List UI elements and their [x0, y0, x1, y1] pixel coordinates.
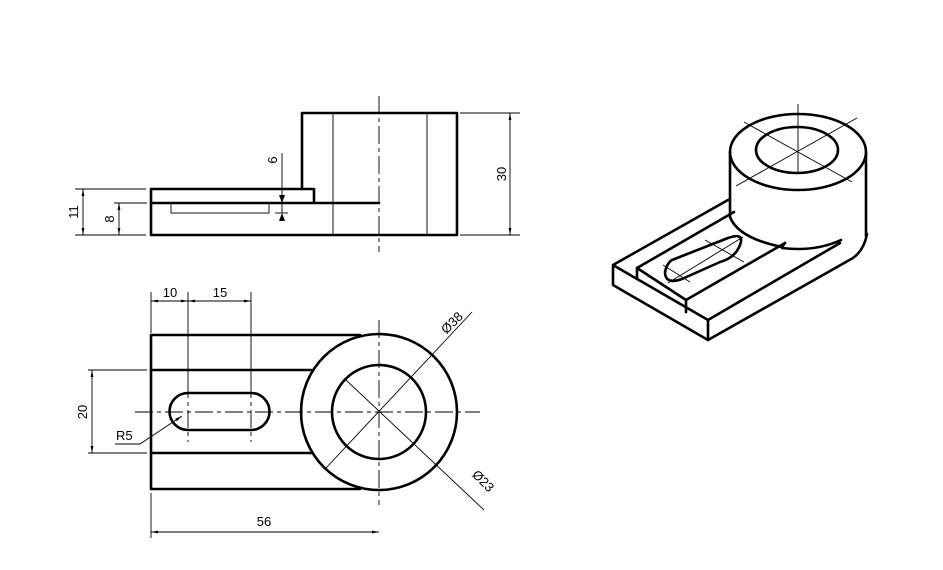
strip-edges: [149, 368, 313, 455]
dim-dia23: Ø23: [469, 467, 497, 495]
dia23-leader: [345, 379, 485, 511]
raised-strip: [635, 210, 787, 314]
base-front-edges: [706, 232, 869, 342]
cylinder-body: [728, 150, 868, 251]
dia38-leader: [325, 311, 473, 469]
slot: [168, 391, 271, 432]
dim-6: 6: [265, 156, 280, 163]
plate-step: [149, 187, 381, 205]
r5-leader: [115, 415, 183, 445]
dim-30: 30: [494, 167, 509, 181]
dim-10: 10: [163, 285, 177, 300]
dim-11: 11: [66, 205, 81, 219]
isometric-view: [611, 104, 869, 342]
top-view: 10 15 20 R5 Ø38 Ø23 56: [75, 285, 497, 538]
dim-dia38: Ø38: [438, 309, 466, 337]
dim-arrows: [279, 195, 285, 221]
dim-20: 20: [75, 405, 90, 419]
cylinder-top-inner: [754, 125, 840, 175]
dim-r5: R5: [116, 428, 133, 443]
front-outline: [149, 111, 459, 237]
hidden-slot: [170, 202, 270, 214]
dim-56: 56: [257, 514, 271, 529]
dim-15: 15: [213, 285, 227, 300]
iso-centerlines: [662, 104, 858, 284]
dim-8: 8: [102, 215, 117, 222]
front-view: 30 11 8 6: [66, 96, 520, 252]
